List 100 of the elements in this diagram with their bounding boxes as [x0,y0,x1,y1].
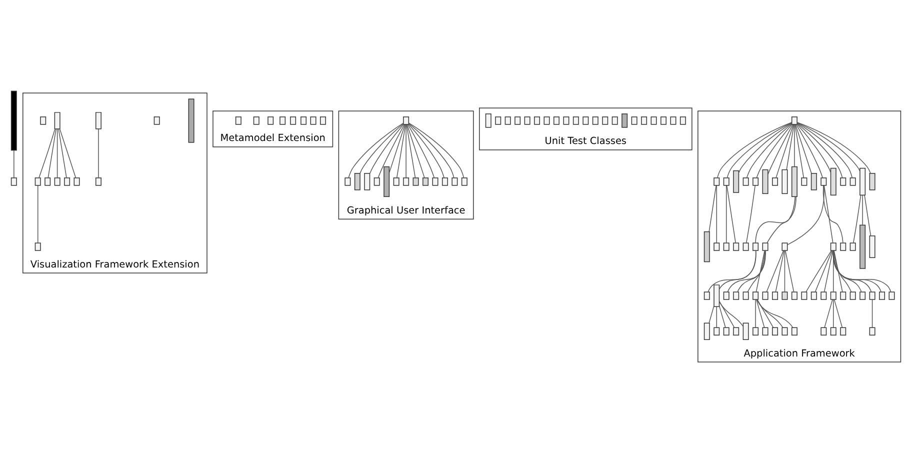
node-box [869,292,876,300]
node-box [641,116,648,125]
node-box [280,116,286,125]
connector [726,185,727,244]
node-box [850,292,856,300]
node-box [772,178,778,186]
connector [406,124,425,178]
node-box [869,236,876,258]
node-box [791,116,798,125]
node-box [54,178,60,186]
connector [59,128,76,178]
connector [872,299,873,328]
cluster: Application Framework [698,110,902,362]
node-box [860,292,866,300]
node-box [752,178,759,186]
node-box [461,178,468,186]
connector [756,299,765,328]
node-box [742,178,749,186]
connector [796,122,853,178]
node-box [714,242,720,251]
node-box [660,116,666,125]
node-box [442,178,448,186]
node-box [422,178,428,186]
node-box [354,173,360,190]
connector [824,299,833,328]
node-box [830,327,836,336]
node-box [762,242,768,251]
connector [776,124,794,178]
node-box [54,112,60,130]
connector [708,185,717,232]
node-box [364,173,370,190]
connector [796,124,832,173]
node-box [553,116,560,125]
node-box [782,327,788,336]
node-box [403,178,410,186]
connector [794,124,795,167]
connector [785,250,794,292]
node-box [235,116,242,125]
connector [98,128,99,178]
connector [796,123,843,178]
connector [38,128,56,178]
connector [388,124,406,174]
connector [832,250,892,292]
node-box [310,116,316,125]
connector [718,300,735,328]
connector [746,185,756,244]
node-box [95,178,102,186]
connector [832,250,872,292]
node-box [782,169,788,194]
connector [756,299,784,328]
connector [738,122,792,174]
node-box [154,116,160,125]
connector [727,250,766,292]
node-box [723,292,730,300]
node-box [572,116,579,125]
node-box [840,292,846,300]
connector [755,299,756,328]
node-box [670,116,676,125]
node-box [820,178,827,186]
connector [718,301,744,327]
node-box [772,292,778,300]
connector [726,185,736,244]
node-box [840,242,846,251]
connector [747,250,766,292]
node-box [495,116,502,125]
connector [746,123,792,178]
node-box [791,327,798,336]
node-box [850,178,856,186]
connector [833,299,834,328]
node-box [733,292,740,300]
node-box [742,322,749,340]
node-box [704,231,710,262]
connector [784,250,786,292]
node-box [782,292,788,300]
node-box [384,166,390,197]
node-box [622,114,628,128]
node-box [791,166,798,197]
connector [56,128,58,178]
cluster: Visualization Framework Extension [22,92,208,274]
connector [806,250,832,292]
connector [756,250,765,292]
connector [756,299,774,328]
cluster: Graphical User Interface [338,110,474,220]
node-box [10,90,17,151]
connector [794,124,804,178]
connector [834,250,843,292]
connector [716,185,717,244]
node-box [74,178,80,186]
node-box [602,116,608,125]
node-box [290,116,296,125]
node-box [752,242,759,251]
node-box [544,116,550,125]
connector [396,124,406,178]
connector [822,185,844,244]
connector [814,250,832,292]
connector [795,124,812,174]
node-box [733,327,740,336]
node-box [830,292,836,300]
connector [853,194,862,244]
node-box [10,178,17,186]
